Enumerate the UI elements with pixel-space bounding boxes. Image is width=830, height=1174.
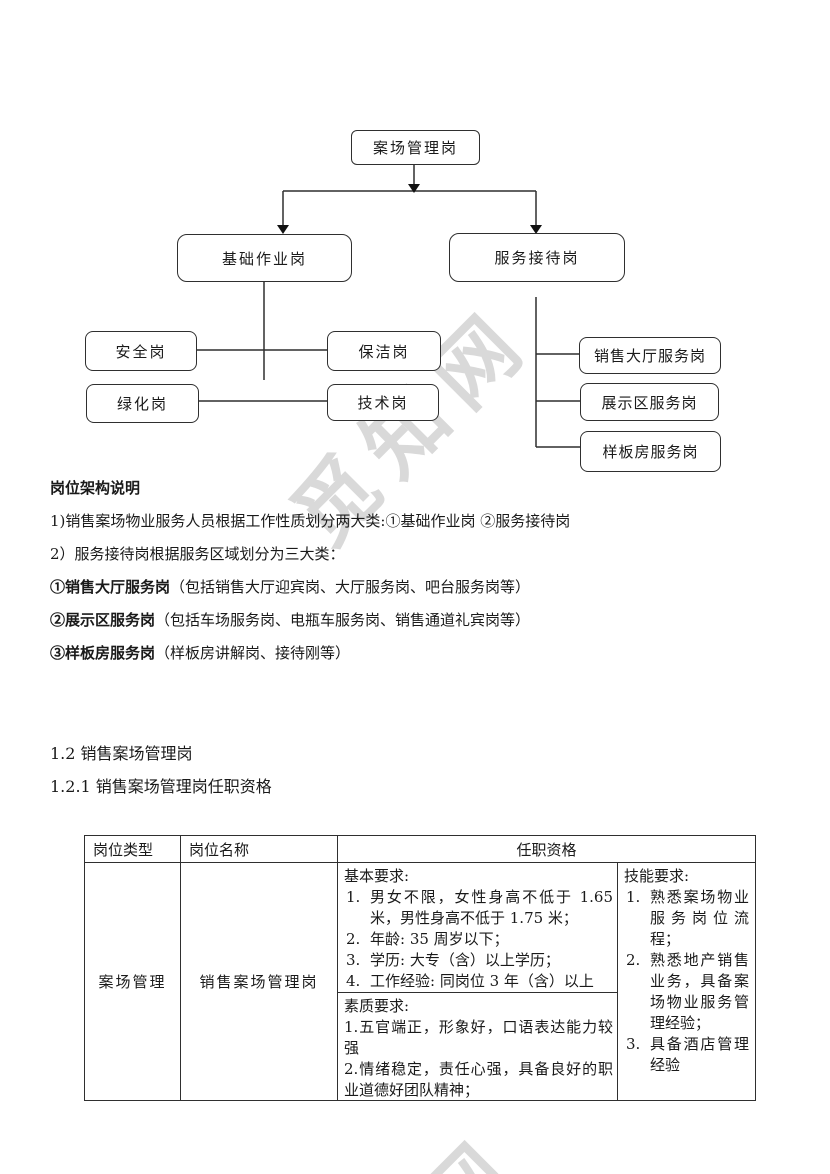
cell-requirements-left: 基本要求: 男女不限，女性身高不低于 1.65 米，男性身高不低于 1.75 米… <box>338 863 618 1100</box>
quality-requirement-item: 1.五官端正，形象好，口语表达能力较强 <box>344 1018 613 1057</box>
skill-requirement-item: 熟悉地产销售业务，具备案场物业服务管理经验； <box>626 950 749 1032</box>
item-3-label: ③样板房服务岗 <box>50 644 156 662</box>
quality-requirements-title: 素质要求: <box>344 997 410 1015</box>
item-2-detail: （包括车场服务岗、电瓶车服务岗、销售通道礼宾岗等） <box>155 611 531 629</box>
skill-requirements-list: 熟悉案场物业服务岗位流程；熟悉地产销售业务，具备案场物业服务管理经验；具备酒店管… <box>624 887 749 1076</box>
qualifications-table: 岗位类型 岗位名称 任职资格 案场管理 销售案场管理岗 基本要求: 男女不限，女… <box>84 835 756 1101</box>
item-1-label: ①销售大厅服务岗 <box>50 578 171 596</box>
org-box-base-operations: 基础作业岗 <box>177 234 352 282</box>
heading-1-2: 1.2 销售案场管理岗 <box>50 744 193 763</box>
description-title: 岗位架构说明 <box>50 479 141 497</box>
basic-requirements-title: 基本要求: <box>344 867 410 885</box>
basic-requirements-cell: 基本要求: 男女不限，女性身高不低于 1.65 米，男性身高不低于 1.75 米… <box>338 863 617 993</box>
item-1-detail: （包括销售大厅迎宾岗、大厅服务岗、吧台服务岗等） <box>170 578 531 596</box>
description-item-1: ①销售大厅服务岗（包括销售大厅迎宾岗、大厅服务岗、吧台服务岗等） <box>50 577 790 597</box>
item-3-detail: （样板房讲解岗、接待刚等） <box>155 644 351 662</box>
arrowheads <box>277 184 542 234</box>
item-2-label: ②展示区服务岗 <box>50 611 156 629</box>
skill-requirement-item: 具备酒店管理经验 <box>626 1034 749 1074</box>
cell-post-type: 案场管理 <box>85 863 181 1100</box>
org-box-greening: 绿化岗 <box>86 384 199 423</box>
org-chart-connectors <box>195 163 580 448</box>
table-header-row: 岗位类型 岗位名称 任职资格 <box>85 836 755 863</box>
basic-requirement-item: 年龄: 35 周岁以下； <box>346 929 509 950</box>
org-box-service-reception: 服务接待岗 <box>449 233 625 282</box>
org-box-sales-hall-service: 销售大厅服务岗 <box>579 337 721 374</box>
cell-post-name: 销售案场管理岗 <box>181 863 338 1100</box>
header-post-name: 岗位名称 <box>181 836 338 863</box>
description-line-2: 2）服务接待岗根据服务区域划分为三大类： <box>50 545 345 563</box>
basic-requirement-item: 学历: 大专（含）以上学历； <box>346 950 560 971</box>
quality-requirement-item: 2.情绪稳定，责任心强，具备良好的职业道德好团队精神； <box>344 1060 613 1099</box>
header-post-type: 岗位类型 <box>85 836 181 863</box>
org-box-cleaning: 保洁岗 <box>327 331 441 371</box>
basic-requirement-item: 男女不限，女性身高不低于 1.65 米，男性身高不低于 1.75 米； <box>346 887 613 927</box>
table-body-row: 案场管理 销售案场管理岗 基本要求: 男女不限，女性身高不低于 1.65 米，男… <box>85 863 755 1100</box>
description-item-2: ②展示区服务岗（包括车场服务岗、电瓶车服务岗、销售通道礼宾岗等） <box>50 610 790 630</box>
heading-1-2-1: 1.2.1 销售案场管理岗任职资格 <box>50 777 272 796</box>
description-line-1: 1)销售案场物业服务人员根据工作性质划分两大类:①基础作业岗 ②服务接待岗 <box>50 512 571 530</box>
description-item-3: ③样板房服务岗（样板房讲解岗、接待刚等） <box>50 643 790 663</box>
post-structure-description: 岗位架构说明 1)销售案场物业服务人员根据工作性质划分两大类:①基础作业岗 ②服… <box>50 478 790 676</box>
org-box-showroom-service: 样板房服务岗 <box>580 431 721 472</box>
header-qualification: 任职资格 <box>338 836 755 863</box>
org-box-security: 安全岗 <box>85 331 197 371</box>
skill-requirement-item: 熟悉案场物业服务岗位流程； <box>626 887 749 948</box>
org-box-exhibition-service: 展示区服务岗 <box>580 383 719 421</box>
skill-requirements-title: 技能要求: <box>624 867 690 885</box>
skill-requirements-cell: 技能要求: 熟悉案场物业服务岗位流程；熟悉地产销售业务，具备案场物业服务管理经验… <box>618 863 755 1100</box>
watermark-text-bottom: 觅知网 <box>251 1103 543 1174</box>
basic-requirements-list: 男女不限，女性身高不低于 1.65 米，男性身高不低于 1.75 米；年龄: 3… <box>344 887 613 992</box>
basic-requirement-item: 工作经验: 同岗位 3 年（含）以上 <box>346 971 594 992</box>
org-box-root: 案场管理岗 <box>351 130 480 165</box>
org-box-technical: 技术岗 <box>327 384 439 421</box>
